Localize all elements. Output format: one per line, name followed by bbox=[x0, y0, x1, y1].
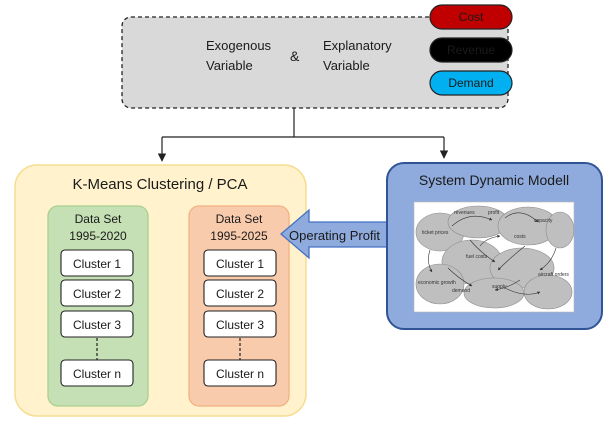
dataset-1995-2025: Data Set 1995-2025 Cluster 1 Cluster 2 C… bbox=[188, 205, 290, 407]
thumb-label: profit bbox=[488, 210, 500, 216]
cluster-label: Cluster 3 bbox=[216, 318, 264, 332]
ampersand-label: & bbox=[290, 48, 300, 64]
cluster-label: Cluster n bbox=[73, 367, 121, 381]
cluster-box bbox=[60, 279, 134, 307]
dataset-right-title-line1: Data Set bbox=[216, 212, 263, 226]
thumb-label: ticket prices bbox=[422, 230, 449, 236]
operating-profit-arrow: Operating Profit bbox=[280, 208, 388, 260]
demand-pill: Demand bbox=[429, 70, 513, 96]
exogenous-label-line2: Variable bbox=[206, 58, 253, 73]
cluster-label: Cluster 1 bbox=[216, 257, 264, 271]
thumb-label: fuel costs bbox=[466, 254, 488, 260]
thumb-label: capacity bbox=[534, 218, 553, 224]
kmeans-panel-title: K-Means Clustering / PCA bbox=[72, 176, 247, 193]
cluster-label: Cluster 2 bbox=[216, 287, 264, 301]
input-variables-box: Exogenous Variable & Explanatory Variabl… bbox=[121, 16, 509, 109]
cluster-box bbox=[203, 359, 277, 387]
dataset-left-title-line2: 1995-2020 bbox=[69, 229, 127, 243]
cluster-box bbox=[203, 279, 277, 307]
cluster-label: Cluster 2 bbox=[73, 287, 121, 301]
operating-profit-label: Operating Profit bbox=[289, 228, 380, 243]
thumb-label: supply bbox=[492, 284, 507, 290]
cluster-label: Cluster 3 bbox=[73, 318, 121, 332]
sdm-title: System Dynamic Modell bbox=[419, 172, 569, 188]
cost-pill-label: Cost bbox=[459, 10, 484, 24]
cluster-label: Cluster 1 bbox=[73, 257, 121, 271]
thumb-label: demand bbox=[452, 288, 470, 294]
cost-pill: Cost bbox=[429, 4, 513, 30]
dataset-1995-2020: Data Set 1995-2020 Cluster 1 Cluster 2 C… bbox=[47, 205, 149, 407]
causal-loop-diagram-thumbnail: revenues profit costs demand capacity su… bbox=[413, 201, 575, 313]
revenue-pill: Revenue bbox=[429, 37, 513, 63]
exogenous-label-line1: Exogenous bbox=[206, 38, 272, 53]
cluster-box bbox=[60, 310, 134, 338]
dataset-right-title-line2: 1995-2025 bbox=[210, 229, 268, 243]
explanatory-label-line1: Explanatory bbox=[323, 38, 392, 53]
thumb-label: aircraft orders bbox=[538, 272, 569, 278]
cluster-box bbox=[203, 310, 277, 338]
revenue-pill-label: Revenue bbox=[447, 43, 495, 57]
explanatory-label-line2: Variable bbox=[323, 58, 370, 73]
cluster-box bbox=[60, 359, 134, 387]
thumb-label: costs bbox=[514, 234, 526, 240]
cluster-label: Cluster n bbox=[216, 367, 264, 381]
cluster-box bbox=[203, 249, 277, 277]
thumb-label: revenues bbox=[454, 210, 475, 216]
demand-pill-label: Demand bbox=[448, 76, 493, 90]
cluster-box bbox=[60, 249, 134, 277]
dataset-left-title-line1: Data Set bbox=[75, 212, 122, 226]
split-connector bbox=[157, 108, 449, 162]
thumb-label: economic growth bbox=[418, 280, 456, 286]
